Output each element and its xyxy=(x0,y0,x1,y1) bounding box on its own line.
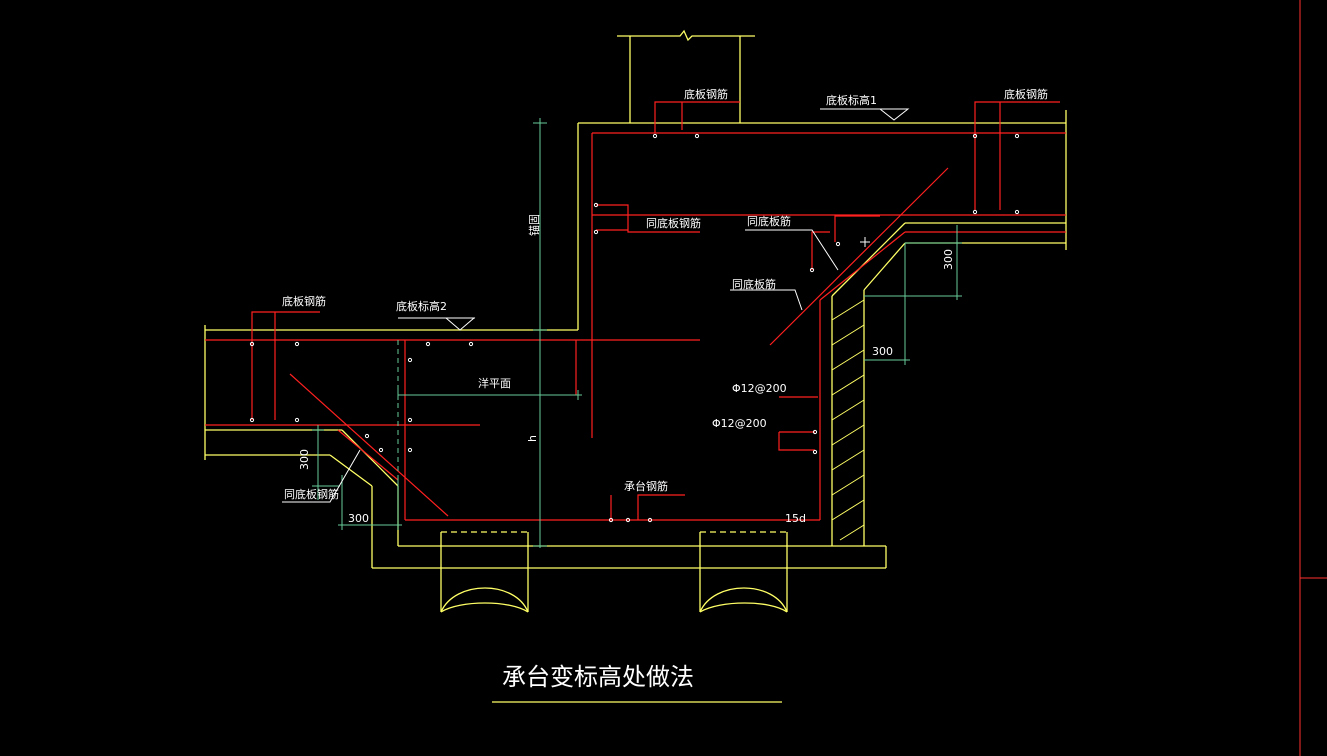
label-cap-rebar: 承台钢筋 xyxy=(624,479,668,493)
label-horizontal-plane: 洋平面 xyxy=(478,376,511,390)
label-same-bottom-rebar-right-top: 同底板筋 xyxy=(747,214,791,228)
labels: 底板钢筋 底板标高1 底板钢筋 同底板钢筋 同底板筋 同底板筋 锚固 底板钢筋 … xyxy=(282,87,1048,525)
label-bottom-elev-2: 底板标高2 xyxy=(396,299,447,313)
drawing-frame-border xyxy=(1299,0,1327,756)
label-rebar-spec-2: Φ12@200 xyxy=(712,417,767,430)
label-bottom-rebar-left: 底板钢筋 xyxy=(282,294,326,308)
label-anchor-length: 锚固 xyxy=(527,214,541,236)
wall-hatch xyxy=(831,299,865,541)
label-bottom-rebar-top: 底板钢筋 xyxy=(684,87,728,101)
label-h: h xyxy=(526,435,539,442)
rebar-dots xyxy=(249,133,1020,523)
rebar-lines xyxy=(205,101,1066,521)
label-dim-300-right-v: 300 xyxy=(942,249,955,270)
dimension-lines xyxy=(312,118,962,548)
label-rebar-spec-1: Φ12@200 xyxy=(732,382,787,395)
label-dim-300-left-h: 300 xyxy=(348,512,369,525)
label-same-bottom-rebar-mid: 同底板钢筋 xyxy=(646,216,701,230)
label-bottom-rebar-right: 底板钢筋 xyxy=(1004,87,1048,101)
leader-lines xyxy=(282,229,839,503)
label-same-bottom-rebar-right-mid: 同底板筋 xyxy=(732,277,776,291)
label-same-bottom-rebar-left: 同底板钢筋 xyxy=(284,487,339,501)
drawing-title: 承台变标高处做法 xyxy=(502,663,694,691)
label-dim-15d: 15d xyxy=(785,512,806,525)
elevation-markers xyxy=(398,108,910,331)
label-dim-300-right-h: 300 xyxy=(872,345,893,358)
concrete-outline xyxy=(204,29,1067,613)
label-bottom-elev-1: 底板标高1 xyxy=(826,93,877,107)
label-dim-300-left-v: 300 xyxy=(298,449,311,470)
